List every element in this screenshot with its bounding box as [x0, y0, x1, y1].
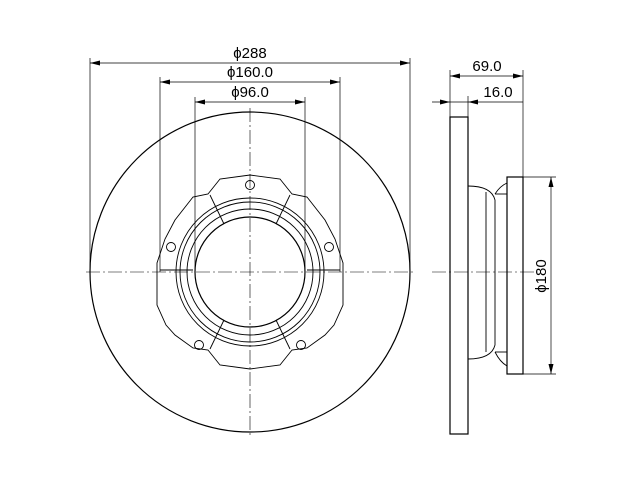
arrowhead — [513, 73, 523, 79]
arrowhead — [450, 73, 460, 79]
hub-ring-middle — [179, 201, 321, 343]
total-height-label: 69.0 — [472, 58, 501, 75]
hub-ring-outer — [175, 197, 325, 347]
bolt-hole — [245, 180, 255, 190]
hub-diameter-label: ϕ180 — [533, 259, 550, 292]
side-hub-neck — [467, 185, 496, 360]
front-view: ϕ288 ϕ160.0 ϕ96.0 — [86, 45, 414, 436]
arrowhead — [468, 99, 478, 105]
outer-diameter-dimension: ϕ288 — [89, 45, 411, 272]
hub-diameter-dimension: ϕ180 — [523, 176, 556, 375]
arrowhead — [548, 364, 554, 374]
bolt-hole — [166, 242, 176, 252]
lobe-separators — [160, 194, 340, 350]
side-disc-face — [449, 116, 469, 435]
bolt-hole — [324, 242, 334, 252]
bolt-hole — [194, 340, 204, 350]
bolt-hole — [296, 340, 306, 350]
side-view: 69.0 16.0 ϕ180 — [432, 58, 556, 435]
arrowhead — [295, 99, 305, 105]
arrowhead — [440, 99, 450, 105]
bolt-circle-dimension: ϕ160.0 — [159, 64, 341, 272]
side-hub-flange — [506, 176, 524, 375]
arrowhead — [160, 79, 170, 85]
bolt-circle-label: ϕ160.0 — [227, 64, 273, 81]
arrowhead — [195, 99, 205, 105]
center-bore-dimension: ϕ96.0 — [194, 84, 306, 272]
hub-hat-outline — [156, 174, 344, 370]
arrowhead — [330, 79, 340, 85]
bolt-holes — [166, 180, 334, 350]
hub-ring-inner — [186, 208, 314, 336]
center-bore-label: ϕ96.0 — [231, 84, 269, 101]
arrowhead — [400, 60, 410, 66]
disc-thickness-dimension: 16.0 — [432, 84, 523, 117]
outer-diameter-label: ϕ288 — [233, 45, 266, 62]
total-height-dimension: 69.0 — [449, 58, 524, 177]
disc-thickness-label: 16.0 — [483, 84, 512, 101]
arrowhead — [90, 60, 100, 66]
arrowhead — [548, 177, 554, 187]
